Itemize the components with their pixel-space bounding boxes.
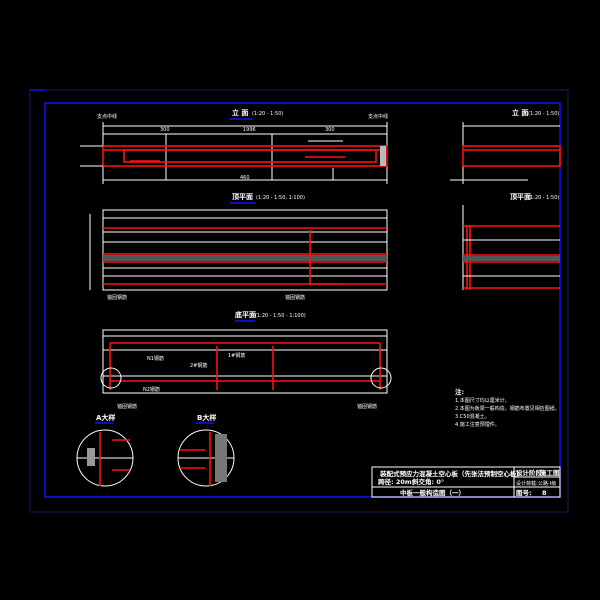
detail-a (76, 429, 134, 487)
total-length-dim: 1996 (243, 127, 256, 133)
note-item: 2.本图为板梁一般构造，钢筋布置见相应图纸。 (455, 405, 560, 412)
sheet-number: 8 (542, 489, 547, 497)
elevation-scale: (1:20 - 1:50) (252, 111, 283, 117)
side-elevation-scale: (1:20 - 1:50) (528, 111, 559, 117)
notes-heading: 注: (455, 387, 464, 396)
title-block (371, 466, 561, 498)
skew-text: 斜交角: 0° (411, 477, 444, 486)
stage-value: 施工图 (540, 468, 560, 477)
outer-frame (29, 89, 569, 513)
rebar-label-b: N2钢筋 (143, 386, 160, 393)
note-item: 1.本图尺寸均以厘米计。 (455, 397, 510, 404)
rebar-label-c: 1#钢筋 (228, 352, 245, 359)
side-top-plan-title: 顶平面 (510, 192, 531, 201)
note-item: 3.C50混凝土。 (455, 413, 490, 420)
bottom-plan-scale: (1:20 - 1:50 - 1:100) (255, 313, 306, 319)
elevation-title: 立 面 (232, 108, 248, 117)
top-plan-title: 顶平面 (232, 192, 253, 201)
span-text: 跨径: 20m (378, 477, 412, 486)
stage-label: 设计阶段: (516, 468, 545, 477)
detail-b (177, 429, 235, 487)
detail-a-title: A大样 (96, 413, 115, 422)
drawing-name: 中板一般构造图（一） (400, 488, 465, 497)
top-plan-view (89, 209, 388, 291)
sheet-label: 图号: (516, 488, 532, 497)
inner-frame (44, 102, 561, 498)
support-label-left: 支点中线 (97, 113, 117, 120)
top-plan-scale: (1:20 - 1:50, 1:100) (256, 195, 305, 201)
anchor-label-top-left: 锚固钢筋 (107, 294, 127, 301)
elevation-view (80, 122, 388, 184)
anchor-label-bottom-left: 锚固钢筋 (117, 403, 137, 410)
design-load-label: 设计荷载: (516, 480, 538, 487)
rebar-label-a: N1钢筋 (147, 355, 164, 362)
rebar-label-d: 2#钢筋 (190, 362, 207, 369)
dim-seg-2: 460 (240, 175, 250, 181)
note-item: 4.施工注意预埋件。 (455, 421, 500, 428)
anchor-label-bottom-right: 锚固钢筋 (357, 403, 377, 410)
dim-seg-1: 300 (160, 127, 170, 133)
dim-seg-3: 300 (325, 127, 335, 133)
detail-b-title: B大样 (197, 413, 216, 422)
anchor-label-top-right: 锚固钢筋 (285, 294, 305, 301)
side-elevation-view (450, 122, 561, 184)
support-label-right: 支点中线 (368, 113, 388, 120)
project-title: 装配式预应力混凝土空心板（先张法预制空心板） (379, 469, 523, 478)
bottom-plan-view (100, 329, 392, 394)
side-elevation-title: 立 面 (512, 108, 528, 117)
bottom-plan-title: 底平面 (235, 310, 256, 319)
design-load-value: 公路-Ⅰ级 (538, 480, 556, 487)
side-top-plan-view (462, 205, 560, 290)
side-top-plan-scale: (1:20 - 1:50) (528, 195, 559, 201)
